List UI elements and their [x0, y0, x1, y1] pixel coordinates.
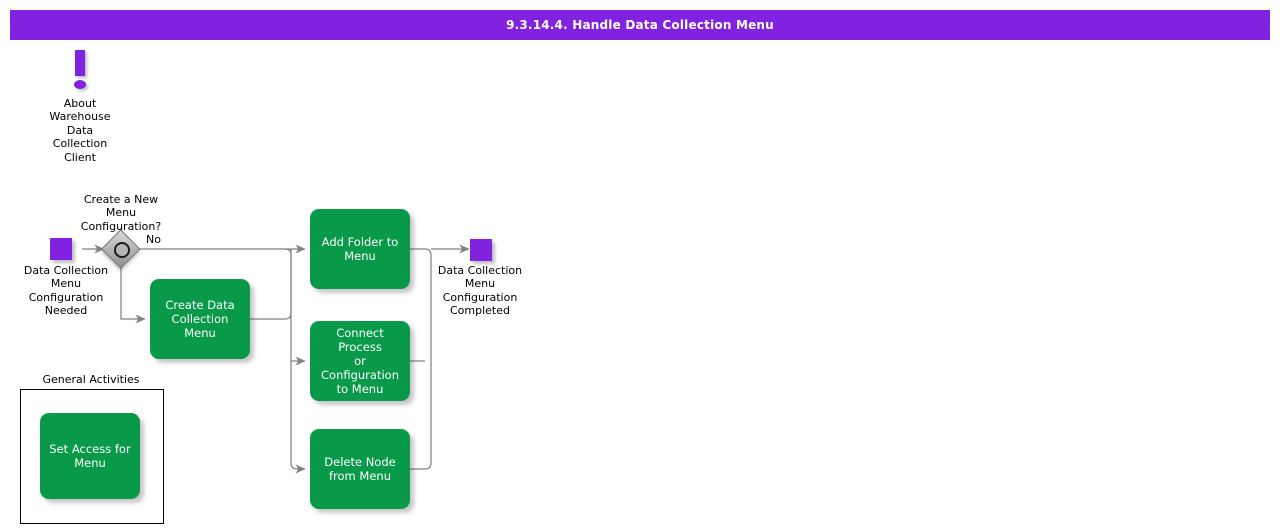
activity-connect-process-or-configuration-to-menu[interactable]: Connect Process or Configuration to Menu: [310, 321, 410, 401]
start-node-line: Needed: [44, 304, 88, 318]
exclamation-bar-icon: [75, 50, 85, 76]
exclamation-icon: [30, 50, 130, 92]
about-note-label: About Warehouse Data Collection Client: [30, 97, 130, 164]
start-node-line: Configuration: [28, 290, 104, 304]
group-frame-general-activities: [20, 389, 164, 524]
activity-label-line: Collection Menu: [171, 312, 229, 340]
page-title: 9.3.14.4. Handle Data Collection Menu: [506, 18, 774, 32]
activity-delete-node-from-menu[interactable]: Delete Node from Menu: [310, 429, 410, 509]
edge-spine-to-delete-node: [290, 249, 306, 474]
activity-add-folder-to-menu[interactable]: Add Folder to Menu: [310, 209, 410, 289]
activity-label-line: or Configuration: [321, 354, 399, 382]
end-node-line: Menu: [464, 277, 496, 291]
activity-label: Set Access for Menu: [49, 442, 130, 470]
about-note[interactable]: About Warehouse Data Collection Client: [30, 50, 130, 164]
activity-label-line: Menu: [344, 249, 376, 263]
about-note-line: Data: [66, 123, 94, 137]
page-title-bar: 9.3.14.4. Handle Data Collection Menu: [10, 10, 1270, 40]
end-node-line: Configuration: [442, 290, 518, 304]
activity-label-line: Set Access for: [49, 442, 131, 456]
activity-label-line: to Menu: [336, 382, 384, 396]
end-node-label: Data Collection Menu Configuration Compl…: [419, 264, 541, 318]
end-node-line: Completed: [450, 304, 510, 318]
decision-question-line: Configuration?: [80, 219, 162, 233]
activity-set-access-for-menu[interactable]: Set Access for Menu: [40, 413, 140, 499]
activity-label-line: from Menu: [329, 469, 391, 483]
activity-label-line: Create Data: [165, 298, 235, 312]
about-note-line: About: [63, 97, 97, 110]
decision-ring-icon: [114, 242, 130, 258]
about-note-line: Collection: [52, 137, 108, 151]
exclamation-dot-icon: [74, 80, 86, 89]
activity-create-data-collection-menu[interactable]: Create Data Collection Menu: [150, 279, 250, 359]
decision-question-label: Create a New Menu Configuration?: [60, 193, 182, 233]
activity-label-line: Delete Node: [324, 455, 396, 469]
activity-label-line: Connect Process: [336, 326, 384, 354]
end-marker-icon[interactable]: [470, 239, 492, 261]
activity-label: Connect Process or Configuration to Menu: [316, 326, 404, 396]
group-title-general-activities: General Activities: [42, 373, 140, 386]
start-node-label: Data Collection Menu Configuration Neede…: [5, 264, 127, 318]
start-marker-icon[interactable]: [50, 238, 72, 260]
end-node-line: Data Collection: [437, 264, 523, 277]
decision-diamond-icon[interactable]: [101, 229, 141, 269]
about-note-line: Warehouse: [49, 110, 111, 124]
edge-label-no: No: [146, 233, 161, 246]
start-node-line: Data Collection: [23, 264, 109, 277]
start-node-line: Menu: [50, 277, 82, 291]
activity-label: Create Data Collection Menu: [156, 298, 244, 340]
about-note-line: Client: [64, 150, 96, 164]
decision-question-line: Create a New: [83, 193, 159, 206]
decision-question-line: Menu: [105, 206, 137, 220]
activity-label: Delete Node from Menu: [324, 455, 395, 483]
edge-create-menu-to-spine: [250, 248, 292, 320]
activity-label-line: Add Folder to: [321, 235, 399, 249]
activity-label: Add Folder to Menu: [322, 235, 399, 263]
activity-label-line: Menu: [74, 456, 106, 470]
